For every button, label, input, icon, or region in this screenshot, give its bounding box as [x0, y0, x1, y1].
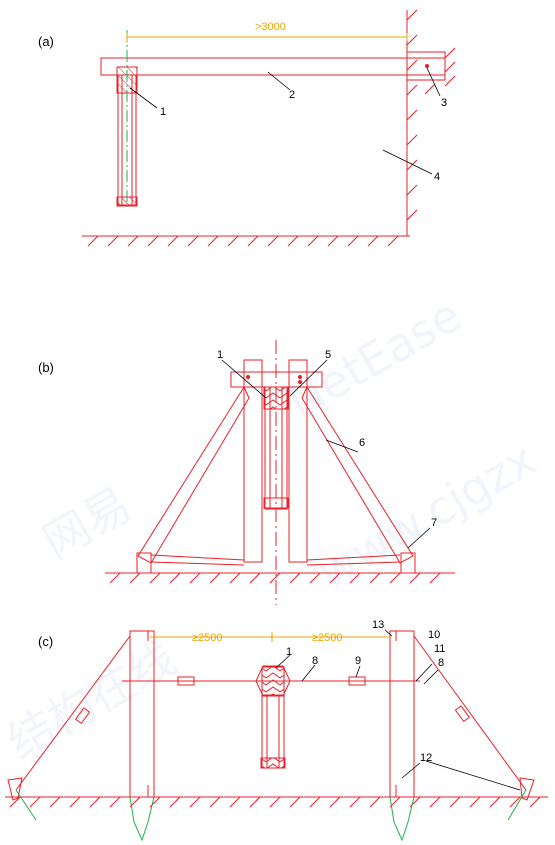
- anchors-c: [15, 789, 527, 842]
- callouts-a: [129, 67, 441, 175]
- callout-b-7: 7: [431, 517, 437, 529]
- callout-b-6: 6: [359, 437, 365, 449]
- beam: [100, 57, 446, 76]
- dimension-c-left: ≥2500: [192, 632, 223, 644]
- center-column-c: [261, 695, 285, 769]
- dimension-c-right: ≥2500: [312, 632, 343, 644]
- callout-a-1: 1: [160, 106, 166, 118]
- watermark-text-3: www.cjgzx: [309, 432, 545, 600]
- right-stake: [519, 777, 535, 801]
- panel-c-label: (c): [38, 634, 53, 649]
- dimension-a-label: >3000: [255, 21, 286, 33]
- right-frame-post: [389, 630, 415, 798]
- panel-c: [5, 630, 548, 808]
- callout-a-4: 4: [434, 171, 440, 183]
- callout-c-9: 9: [355, 655, 361, 667]
- callout-a-3: 3: [441, 97, 447, 109]
- dimension-c: [150, 632, 390, 642]
- callout-c-8a: 8: [312, 655, 318, 667]
- callout-c-8b: 8: [438, 657, 444, 669]
- callout-c-11: 11: [434, 643, 445, 655]
- left-stake: [7, 777, 23, 801]
- right-brace: [413, 635, 527, 791]
- wall-pocket: [407, 51, 446, 81]
- watermark-text-4: 结构在线: [0, 631, 185, 770]
- callout-c-13: 13: [372, 619, 384, 631]
- left-post: [243, 359, 263, 563]
- turnbuckle-left: [177, 676, 195, 686]
- panel-b: [105, 340, 455, 605]
- panel-b-label: (b): [38, 360, 54, 375]
- callout-c-12: 12: [420, 752, 432, 764]
- callouts-b: [221, 359, 431, 549]
- turnbuckle-right: [348, 676, 366, 686]
- callout-c-1: 1: [286, 646, 292, 658]
- callout-a-2: 2: [289, 89, 295, 101]
- panel-a-label: (a): [38, 34, 54, 49]
- callouts-c: [275, 629, 521, 791]
- watermark: 网易 NetEase www.cjgzx 结构在线: [0, 288, 545, 770]
- callout-b-1: 1: [217, 349, 223, 361]
- left-strut: [137, 385, 250, 564]
- dimension-a: [126, 33, 408, 41]
- right-strut: [301, 385, 414, 564]
- callout-b-5: 5: [325, 349, 331, 361]
- panel-a: [82, 9, 456, 247]
- watermark-text-1: 网易: [34, 477, 141, 570]
- right-post: [288, 359, 308, 563]
- callout-c-10: 10: [428, 629, 440, 641]
- left-brace: [15, 635, 131, 791]
- left-foot: [136, 552, 152, 574]
